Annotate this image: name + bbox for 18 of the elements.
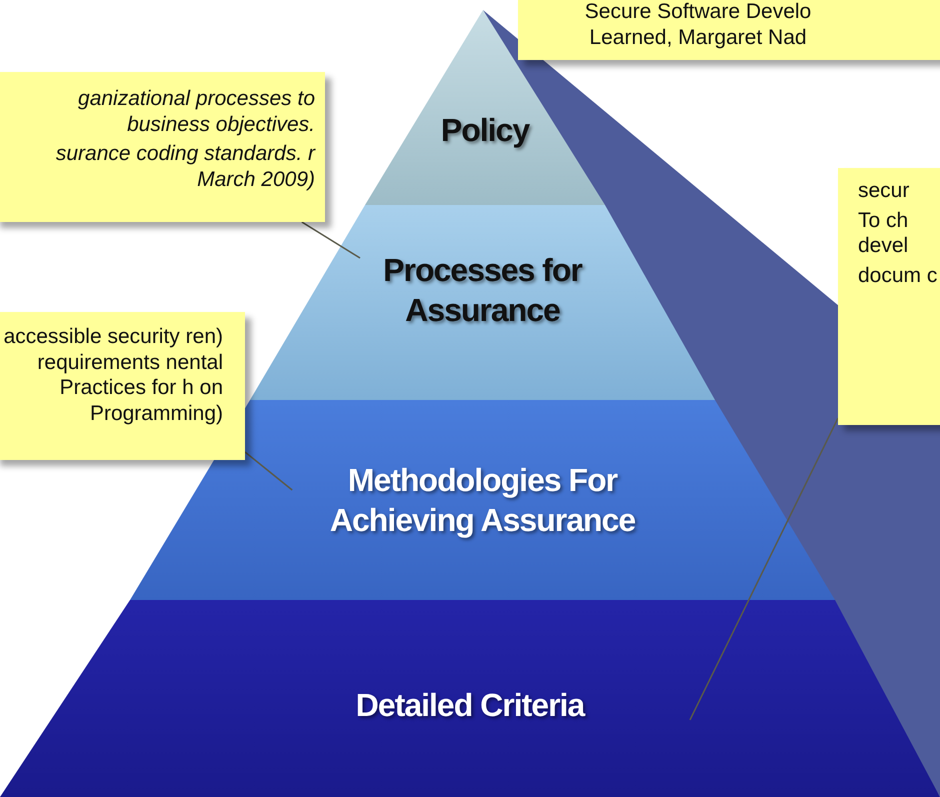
tier-label: Policy xyxy=(440,111,530,150)
tier-label: Detailed Criteria xyxy=(356,686,584,725)
callout-text: secur xyxy=(858,178,910,204)
callout-text: docum c xyxy=(858,262,938,288)
tier-label: Processes for Assurance xyxy=(382,251,584,330)
leader-line xyxy=(244,451,293,491)
callout-text: ganizational processes to business objectives. xyxy=(77,86,315,138)
leader-line xyxy=(301,221,360,259)
callout-note xyxy=(518,0,940,60)
pyramid-tier xyxy=(0,600,940,797)
callout-text: Secure Software Develo Learned, Margaret Nad xyxy=(584,0,812,50)
callout-note xyxy=(838,168,940,425)
callout-text: surance coding standards. r March 2009) xyxy=(54,141,315,192)
leader-line xyxy=(689,418,839,720)
callout-text: accessible security ren) requirements nental Practices for h on Programming) xyxy=(2,324,223,426)
callout-note xyxy=(0,312,245,460)
callout-note xyxy=(0,72,325,222)
tier-label: Methodologies For Achieving Assurance xyxy=(328,461,636,540)
